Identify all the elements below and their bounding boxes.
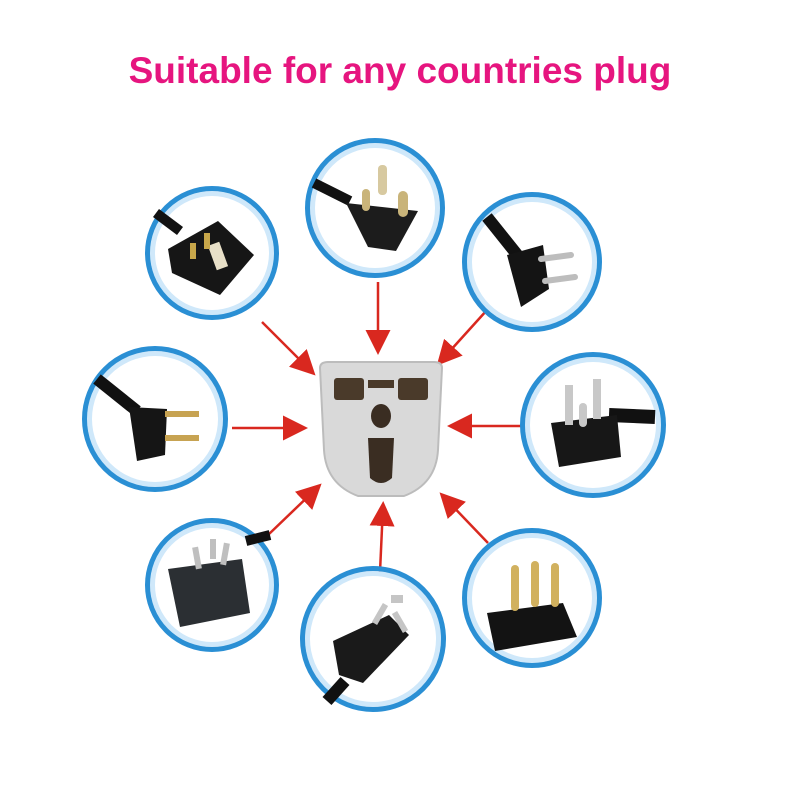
china-plug-icon	[168, 530, 272, 627]
arrow-brazil	[439, 492, 489, 544]
plug-circle-brazil	[462, 528, 602, 668]
plug-circle-euro	[462, 192, 602, 332]
plug-circle-us-two-pin	[82, 346, 228, 492]
australia-plug-icon	[322, 595, 409, 706]
arrow-uk	[261, 321, 316, 376]
plug-circle-us-three-pin	[520, 352, 666, 498]
uk-plug-icon	[153, 209, 254, 295]
plug-circle-uk	[145, 186, 279, 320]
us-two-pin-plug-icon	[93, 374, 199, 461]
euro-plug-icon	[482, 213, 578, 307]
arrow-china	[267, 483, 322, 536]
arrow-euro	[436, 309, 488, 366]
plug-circle-india	[305, 138, 445, 278]
universal-adapter	[312, 358, 450, 500]
arrow-australia	[369, 501, 395, 573]
plug-circle-australia	[300, 566, 446, 712]
india-plug-icon	[311, 165, 418, 251]
plug-circle-china	[145, 518, 279, 652]
brazil-plug-icon	[487, 561, 577, 651]
universal-adapter-icon	[318, 361, 444, 497]
us-three-pin-plug-icon	[551, 379, 656, 467]
page-title: Suitable for any countries plug	[128, 50, 672, 91]
